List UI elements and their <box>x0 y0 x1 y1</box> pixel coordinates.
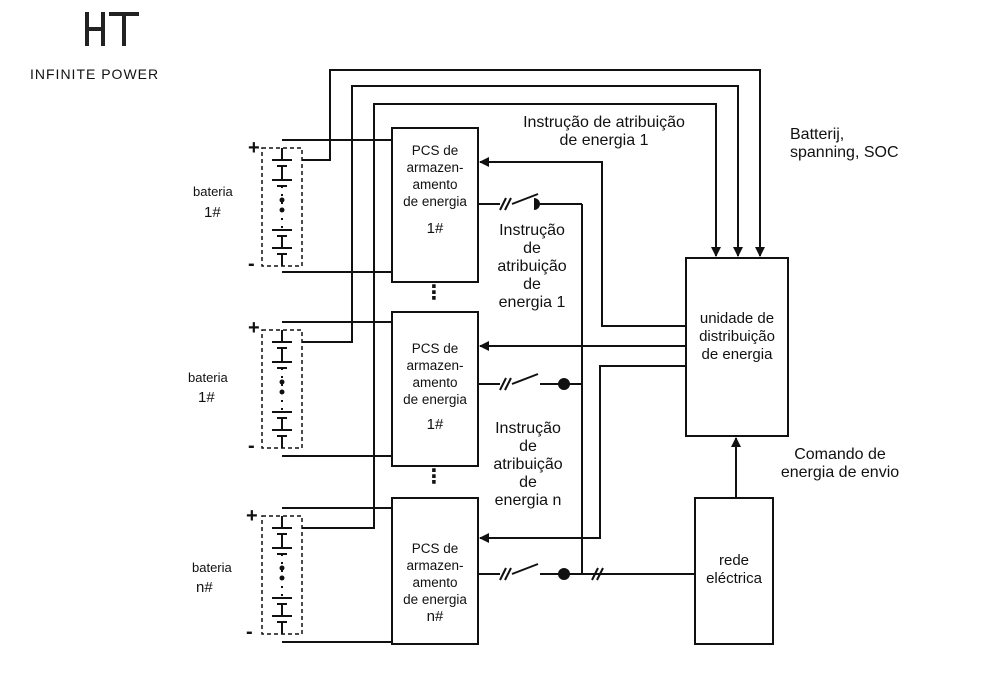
battery-info-label: Batterij,spanning, SOC <box>790 126 899 161</box>
battery-3-id: n# <box>196 579 213 596</box>
battery-1-label: bateria <box>193 184 233 199</box>
battery-3-label: bateria <box>192 560 232 575</box>
ellipsis-1: ⋮ <box>424 282 444 304</box>
pcs-box-3 <box>391 497 479 645</box>
junction-dot-2 <box>558 378 570 390</box>
battery-1-minus: - <box>248 253 255 275</box>
grid-box <box>694 497 774 645</box>
pcs-2-id: 1# <box>426 416 444 433</box>
battery-1-plus: + <box>248 137 260 159</box>
battery-1-id: 1# <box>204 204 221 221</box>
junction-dot-3 <box>558 568 570 580</box>
logo-subtitle: INFINITE POWER <box>30 66 160 82</box>
battery-2-minus: - <box>248 435 255 457</box>
ellipsis-2: ⋮ <box>424 466 444 488</box>
battery-3-plus: + <box>246 505 258 527</box>
battery-2-plus: + <box>248 317 260 339</box>
battery-2-label: bateria <box>188 370 228 385</box>
battery-3-minus: - <box>246 621 253 643</box>
pcs-3-id: n# <box>426 608 444 625</box>
battery-2-id: 1# <box>198 389 215 406</box>
ht-logo <box>85 12 139 46</box>
pcs-1-id: 1# <box>426 220 444 237</box>
pcs-box-2 <box>391 311 479 467</box>
